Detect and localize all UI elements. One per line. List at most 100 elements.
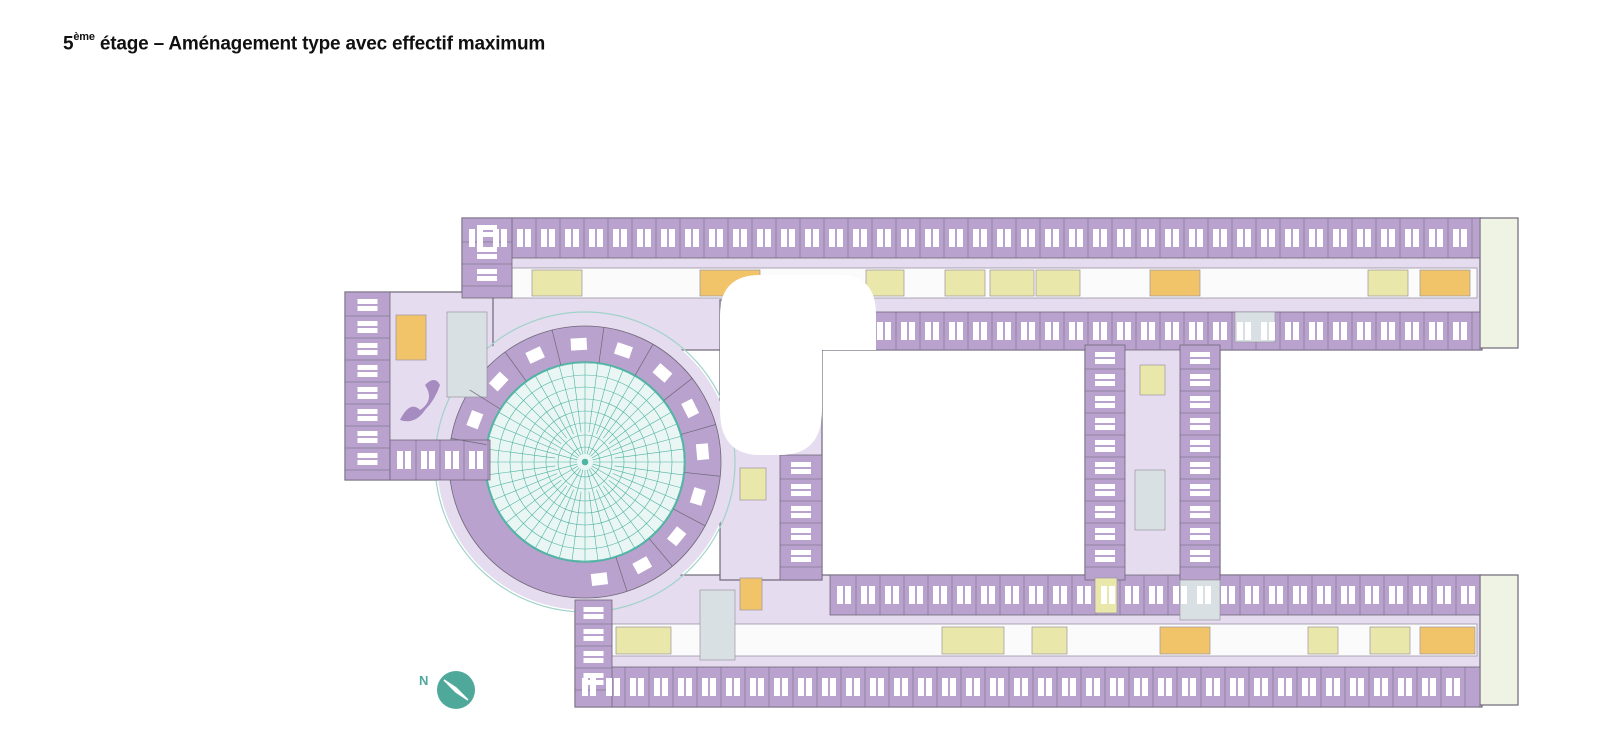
desk — [1038, 678, 1044, 696]
desk — [1333, 322, 1339, 340]
desk — [1221, 229, 1227, 247]
desk — [1069, 229, 1075, 247]
desk — [1278, 678, 1284, 696]
desk — [1190, 396, 1210, 401]
desk — [1190, 352, 1210, 357]
ring-partition — [451, 438, 487, 445]
desk — [565, 229, 571, 247]
desk — [614, 678, 620, 696]
desk — [493, 229, 499, 247]
desk — [791, 491, 811, 496]
meeting-room — [1035, 269, 1081, 297]
dome-rib — [534, 375, 582, 456]
desk — [789, 229, 795, 247]
desk — [1086, 678, 1092, 696]
desk — [1189, 322, 1195, 340]
dome-rib — [592, 463, 682, 489]
desk — [583, 680, 604, 685]
desk — [357, 350, 378, 355]
desk — [758, 678, 764, 696]
dome-rib — [546, 489, 574, 555]
dome-center — [581, 458, 589, 466]
desk — [734, 678, 740, 696]
desk — [541, 229, 547, 247]
dome-rib — [488, 463, 578, 489]
desk — [1326, 678, 1332, 696]
desk — [1190, 440, 1210, 445]
desk — [942, 678, 948, 696]
service — [699, 589, 736, 661]
desk — [717, 229, 723, 247]
desk-cluster — [590, 572, 609, 587]
office-strip — [344, 291, 391, 481]
desk — [686, 678, 692, 696]
desk — [1093, 322, 1099, 340]
desk — [1134, 678, 1140, 696]
desk — [1181, 586, 1187, 604]
desk — [654, 678, 660, 696]
desk — [1095, 425, 1115, 430]
desk — [861, 229, 867, 247]
desk — [950, 678, 956, 696]
desk — [1037, 586, 1043, 604]
desk — [613, 229, 619, 247]
desk-cluster — [689, 487, 706, 506]
desk — [989, 586, 995, 604]
desk — [765, 229, 771, 247]
desk — [589, 229, 595, 247]
desk — [941, 586, 947, 604]
desk — [477, 269, 497, 274]
dome-rib — [596, 489, 624, 555]
desk — [1125, 322, 1131, 340]
desk — [1141, 229, 1147, 247]
desk — [774, 678, 780, 696]
desk — [1173, 322, 1179, 340]
dome-rib — [608, 400, 665, 444]
desk — [957, 322, 963, 340]
desk — [1277, 586, 1283, 604]
desk — [1413, 229, 1419, 247]
desk — [1053, 229, 1059, 247]
desk — [981, 322, 987, 340]
meeting-room — [739, 467, 767, 501]
dome-rib — [485, 448, 556, 459]
ring-partition — [504, 351, 527, 382]
desk — [1046, 678, 1052, 696]
desk — [1085, 586, 1091, 604]
desk — [1166, 678, 1172, 696]
desk — [1095, 447, 1115, 452]
dome-rib — [505, 400, 562, 444]
desk — [885, 229, 891, 247]
desk — [1157, 586, 1163, 604]
dome-rib — [590, 391, 656, 457]
desk — [1197, 229, 1203, 247]
desk — [1095, 396, 1115, 401]
desk — [357, 416, 378, 421]
desk — [1437, 586, 1443, 604]
desk — [1389, 229, 1395, 247]
dome-rib — [614, 448, 685, 459]
desk — [477, 276, 497, 281]
desk — [1341, 229, 1347, 247]
desk — [1095, 352, 1115, 357]
desk — [878, 678, 884, 696]
desk — [661, 229, 667, 247]
desk — [877, 229, 883, 247]
meeting-room — [865, 269, 905, 297]
desk — [1109, 586, 1115, 604]
desk — [926, 678, 932, 696]
meeting-room — [941, 626, 1005, 655]
lounge-sofa — [400, 380, 440, 422]
desk — [974, 678, 980, 696]
meeting-room — [944, 269, 986, 297]
desk — [1141, 322, 1147, 340]
desk — [1045, 229, 1051, 247]
dome-rib — [492, 473, 558, 501]
desk — [637, 229, 643, 247]
desk — [837, 229, 843, 247]
desk — [1117, 229, 1123, 247]
dome-rib — [498, 411, 579, 459]
dome-rib — [588, 468, 636, 549]
desk — [469, 451, 475, 469]
desk — [517, 229, 523, 247]
